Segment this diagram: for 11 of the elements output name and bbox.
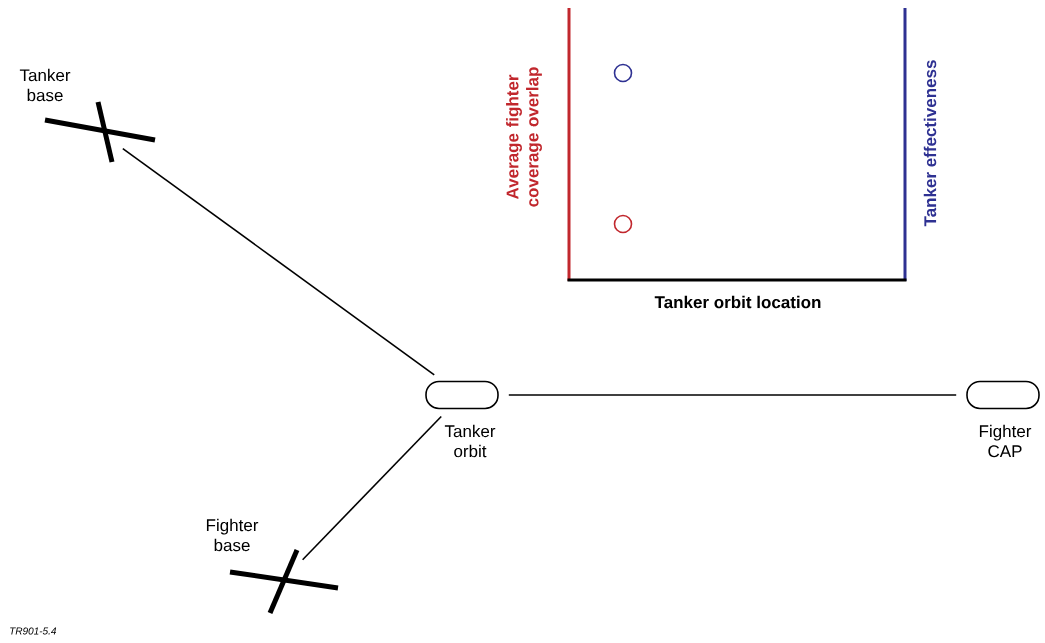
connector-line (301, 415, 443, 561)
connector-line (122, 147, 436, 376)
node-label: Fighter base (206, 518, 259, 552)
node-label: Fighter CAP (979, 424, 1032, 458)
connector-line (508, 394, 957, 396)
figure-number: TR901-5.4 (10, 627, 57, 635)
node-label: Tanker orbit (444, 424, 496, 458)
axis-label: Tanker orbit location (654, 295, 821, 309)
axis-label: Average fighter coverage overlap (506, 67, 542, 207)
axis-label: Tanker effectiveness (923, 60, 937, 227)
node-label: Tanker base (19, 68, 71, 102)
